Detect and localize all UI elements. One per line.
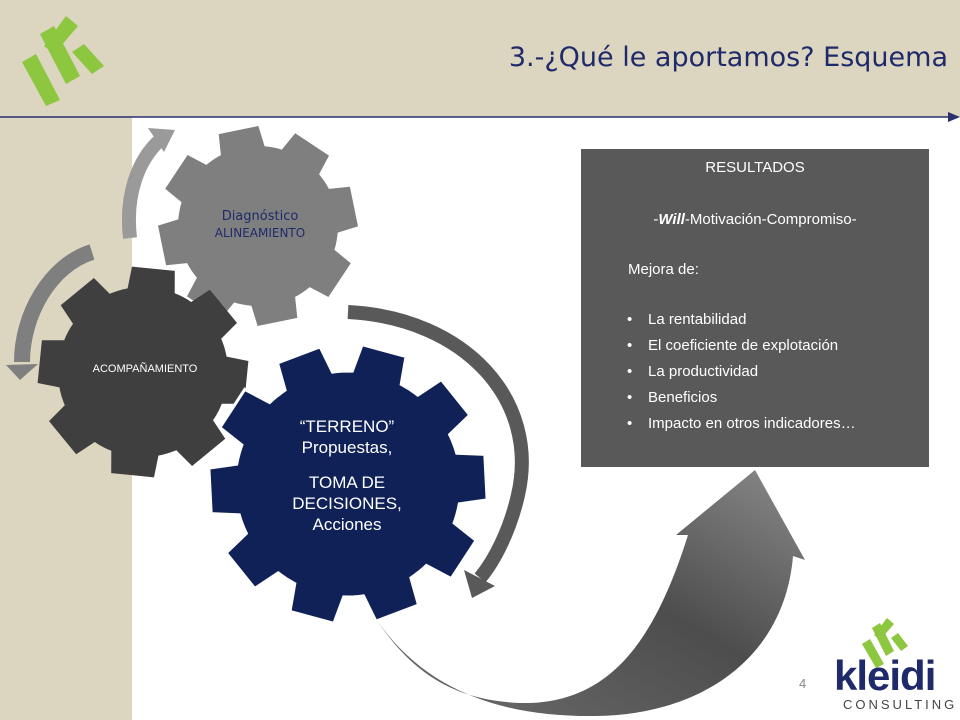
cycle-arrow-right-head (464, 570, 495, 598)
cycle-arrow-left (14, 244, 95, 363)
gear-terreno-line5: Acciones (312, 515, 382, 534)
gear-acompanamiento (37, 266, 249, 478)
page-title: 3.-¿Qué le aportamos? Esquema (508, 42, 948, 73)
brand-tagline: CONSULTING (843, 697, 958, 712)
results-subtitle-pre: - (653, 211, 659, 228)
logo-mark-icon (22, 16, 104, 106)
cycle-arrow-left-head (6, 364, 38, 380)
results-subtitle-post: -Motivación-Compromiso- (684, 211, 857, 228)
gear-diagnostico-line2: ALINEAMIENTO (214, 226, 306, 240)
kleidi-logo-icon (862, 618, 908, 668)
header-band (0, 0, 960, 117)
results-list: La rentabilidad El coeficiente de explot… (627, 310, 856, 440)
gear-terreno-line1: “TERRENO” (299, 417, 395, 436)
list-item: Impacto en otros indicadores… (627, 414, 856, 440)
results-mejora: Mejora de: (628, 261, 699, 278)
list-item: El coeficiente de explotación (627, 336, 856, 362)
cycle-arrow-top (122, 134, 165, 239)
results-heading: RESULTADOS (705, 159, 805, 176)
gear-diagnostico-line1: Diagnóstico (221, 209, 299, 224)
brand-name: kleidi (834, 652, 936, 699)
gear-acompanamiento-label: ACOMPAÑAMIENTO (92, 363, 198, 375)
cycle-arrow-top-head (148, 128, 175, 152)
page-number: 4 (799, 676, 807, 691)
header-divider-arrow (0, 112, 960, 122)
gear-diagnostico-label: Diagnóstico ALINEAMIENTO (190, 208, 330, 242)
list-item: La productividad (627, 362, 856, 388)
growth-arrow (370, 470, 805, 717)
gear-diagnostico (158, 126, 358, 326)
list-item: La rentabilidad (627, 310, 856, 336)
gear-terreno (207, 342, 489, 626)
gear-terreno-label: “TERRENO” Propuestas, TOMA DE DECISIONES… (262, 416, 432, 535)
results-subtitle: -Will-Motivación-Compromiso- (581, 211, 929, 228)
list-item: Beneficios (627, 388, 856, 414)
results-subtitle-will: Will (658, 211, 685, 228)
gear-terreno-line4: DECISIONES, (292, 494, 402, 513)
cycle-arrow-right (347, 305, 529, 583)
gear-terreno-line2: Propuestas, (301, 438, 393, 457)
gear-terreno-line3: TOMA DE (308, 473, 386, 492)
results-box: RESULTADOS -Will-Motivación-Compromiso- … (581, 149, 929, 467)
